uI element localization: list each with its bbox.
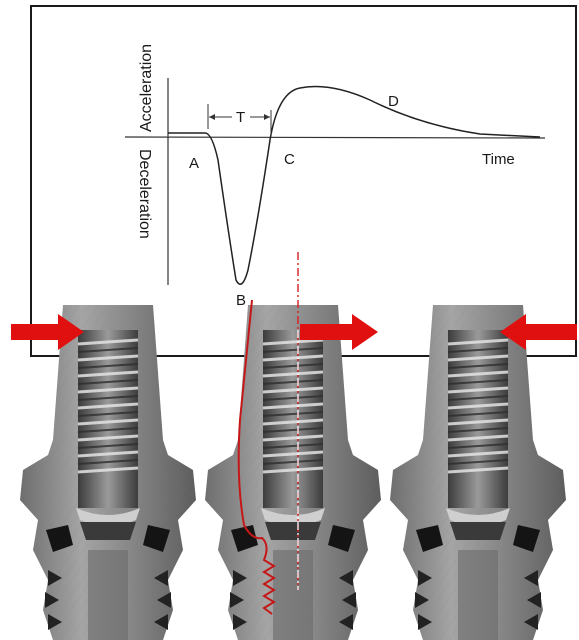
graph-y-negative-label: Deceleration <box>136 149 153 239</box>
graph-frame <box>31 6 576 356</box>
point-label-c: C <box>284 151 295 168</box>
point-label-a: A <box>189 155 199 172</box>
point-label-b: B <box>236 292 246 309</box>
graph-x-label: Time <box>482 151 515 168</box>
graph-y-positive-label: Acceleration <box>138 44 155 132</box>
interval-label: T <box>236 109 245 126</box>
point-label-d: D <box>388 93 399 110</box>
